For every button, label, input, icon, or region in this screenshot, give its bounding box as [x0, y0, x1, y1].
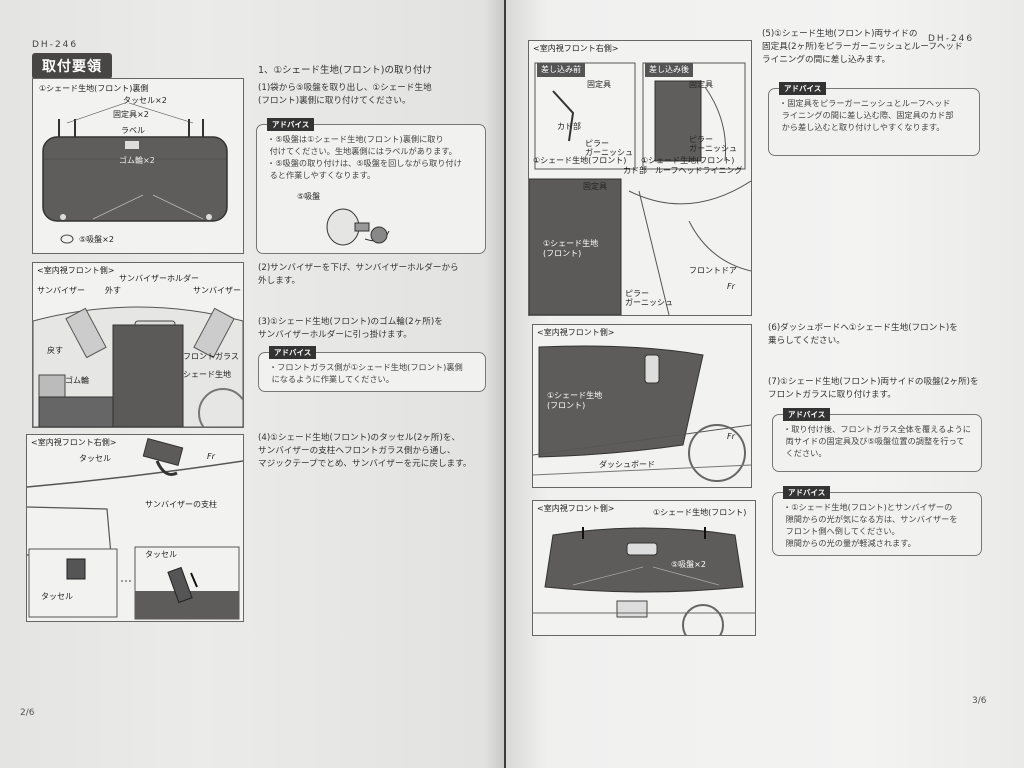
left-page: DH-246 取付要領 ①シェード生地(フロント)裏側 タッセル×2 固定具×2…	[0, 0, 504, 768]
page-number-right: 3/6	[972, 696, 987, 706]
pillar-left-label: ピラー ガーニッシュ	[585, 139, 633, 157]
edge-label-2: カド部	[623, 166, 647, 175]
windshield-label: フロントガラス	[183, 352, 239, 361]
fixer-insert-illustration	[529, 62, 751, 315]
advice-box-1: アドバイス ・⑤吸盤は①シェード生地(フロント)裏側に取り 付けてください。生地…	[256, 118, 486, 254]
dashboard-illustration	[533, 345, 751, 482]
fig2-header: <室内視フロント側>	[37, 266, 115, 275]
pillar-bottom-label: ピラー ガーニッシュ	[625, 289, 673, 307]
front-view-illustration	[533, 527, 755, 635]
edge-label: カド部	[557, 122, 581, 131]
model-number-right: DH-246	[928, 34, 975, 44]
fixer-right-label: 固定具	[689, 80, 713, 89]
rubber-label-2: ゴム輪	[65, 376, 89, 385]
step-6: (6)ダッシュボードへ①シェード生地(フロント)を 乗らしてください。	[768, 323, 958, 346]
advice-text-1: ・⑤吸盤は①シェード生地(フロント)裏側に取り 付けてください。生地裏側にはラベ…	[267, 134, 462, 180]
advice-text-5: ・①シェード生地(フロント)とサンバイザーの 隙間からの光が気になる方は、サンバ…	[783, 502, 958, 548]
advice-tag-5: アドバイス	[783, 486, 831, 499]
before-insert-label: 差し込み前	[541, 65, 581, 74]
fig1-header: ①シェード生地(フロント)裏側	[39, 84, 149, 93]
figure-shade-back: ①シェード生地(フロント)裏側 タッセル×2 固定具×2 ラベル ゴム輪×2 ⑤…	[32, 78, 244, 254]
shade-label-fig5: ①シェード生地 (フロント)	[547, 391, 603, 410]
suction-label-fig6: ⑤吸盤×2	[671, 560, 706, 569]
advice-box-2: アドバイス ・フロントガラス側が①シェード生地(フロント)裏側 になるように作業…	[258, 346, 486, 392]
step-3: (3)①シェード生地(フロント)のゴム輪(2ヶ所)を サンバイザーホルダーに引っ…	[258, 317, 443, 340]
figure-tassel: <室内視フロント右側> タッセル Fr サンバイザーの支柱 タッセル タッセル	[26, 434, 244, 622]
pillar-label: サンバイザーの支柱	[145, 500, 217, 509]
advice-box-5: アドバイス ・①シェード生地(フロント)とサンバイザーの 隙間からの光が気になる…	[772, 486, 982, 556]
right-page: DH-246 <室内視フロント右側> 差し込み前 差し込み後 固定具 固定具 カ…	[506, 0, 1024, 768]
fig5-header: <室内視フロント側>	[537, 328, 615, 337]
figure-front-view: <室内視フロント側> ①シェード生地(フロント) ⑤吸盤×2	[532, 500, 756, 636]
remove-label: 外す	[105, 286, 121, 295]
tassel-inset-label: タッセル	[145, 550, 177, 559]
fig4-header: <室内視フロント右側>	[533, 44, 619, 53]
after-insert-label: 差し込み後	[649, 65, 689, 74]
step-5: (5)①シェード生地(フロント)両サイドの 固定具(2ヶ所)をピラーガーニッシュ…	[762, 29, 963, 65]
tassel-illustration	[27, 438, 243, 620]
fr-label-2: Fr	[727, 282, 735, 291]
page-title: 取付要領	[32, 53, 112, 79]
shade-main-label: ①シェード生地 (フロント)	[543, 239, 599, 258]
suction-label: ⑤吸盤×2	[79, 235, 114, 244]
tag-label: ラベル	[121, 126, 145, 135]
fr-label-3: Fr	[727, 432, 735, 441]
tassel-bottom-label: タッセル	[41, 592, 73, 601]
shade-label-fig6: ①シェード生地(フロント)	[653, 508, 747, 517]
advice-text-3: ・固定具をピラーガーニッシュとルーフヘッド ライニングの間に差し込む際、固定具の…	[779, 98, 954, 132]
advice-box-4: アドバイス ・取り付け後、フロントガラス全体を覆えるように 両サイドの固定具及び…	[772, 408, 982, 472]
shade-right-label: ①シェード生地(フロント)	[641, 156, 735, 165]
advice-tag-3: アドバイス	[779, 82, 827, 95]
step-7: (7)①シェード生地(フロント)両サイドの吸盤(2ヶ所)を フロントガラスに取り…	[768, 377, 979, 400]
roof-lining-label: ルーフヘッドライニング	[655, 166, 743, 175]
advice-text-4: ・取り付け後、フロントガラス全体を覆えるように 両サイドの固定具及び⑤吸盤位置の…	[783, 424, 971, 458]
advice-tag-4: アドバイス	[783, 408, 831, 421]
step-2: (2)サンバイザーを下げ、サンバイザーホルダーから 外します。	[258, 263, 459, 286]
fr-label: Fr	[207, 452, 215, 461]
shade-left-label: ①シェード生地(フロント)	[533, 156, 627, 165]
visor-holder-illustration	[33, 306, 243, 427]
suction-cup-label: ⑤吸盤	[297, 192, 321, 201]
figure-fixer-insert: <室内視フロント右側> 差し込み前 差し込み後 固定具 固定具 カド部 ピラー …	[528, 40, 752, 316]
step-1: (1)袋から⑤吸盤を取り出し、①シェード生地 (フロント)裏側に取り付けてくださ…	[258, 83, 432, 106]
fixer-left-label: 固定具	[587, 80, 611, 89]
fixer-label: 固定具×2	[113, 110, 149, 119]
figure-dashboard: <室内視フロント側> ①シェード生地 (フロント) ダッシュボード Fr	[532, 324, 752, 488]
advice-tag-2: アドバイス	[269, 346, 317, 359]
return-label: 戻す	[47, 346, 63, 355]
dashboard-label: ダッシュボード	[599, 460, 655, 469]
shade-label: シェード生地	[183, 370, 231, 379]
tassel-label: タッセル×2	[123, 96, 167, 105]
visor-holder-label: サンバイザーホルダー	[119, 274, 199, 283]
fig6-header: <室内視フロント側>	[537, 504, 615, 513]
rubber-label: ゴム輪×2	[119, 156, 155, 165]
suction-cup-illustration	[326, 208, 390, 246]
fig3-header: <室内視フロント右側>	[31, 438, 117, 447]
tassel-top-label: タッセル	[79, 454, 111, 463]
pillar-right-label: ピラー ガーニッシュ	[689, 135, 737, 153]
visor-right-label: サンバイザー	[193, 286, 241, 295]
model-number: DH-246	[32, 40, 79, 50]
advice-box-3: アドバイス ・固定具をピラーガーニッシュとルーフヘッド ライニングの間に差し込む…	[768, 82, 980, 156]
advice-text-2: ・フロントガラス側が①シェード生地(フロント)裏側 になるように作業してください…	[269, 362, 463, 384]
front-door-label: フロントドア	[689, 266, 737, 275]
fixer-label-2: 固定具	[583, 182, 607, 191]
figure-visor-holder: <室内視フロント側> サンバイザーホルダー サンバイザー 外す サンバイザー 戻…	[32, 262, 244, 428]
page-number-left: 2/6	[20, 708, 35, 718]
advice-tag-1: アドバイス	[267, 118, 315, 131]
step-4: (4)①シェード生地(フロント)のタッセル(2ヶ所)を、 サンバイザーの支柱へフ…	[258, 433, 472, 469]
step-1-heading: 1、①シェード生地(フロント)の取り付け	[258, 65, 432, 76]
visor-left-label: サンバイザー	[37, 286, 85, 295]
shade-back-illustration	[42, 102, 228, 244]
